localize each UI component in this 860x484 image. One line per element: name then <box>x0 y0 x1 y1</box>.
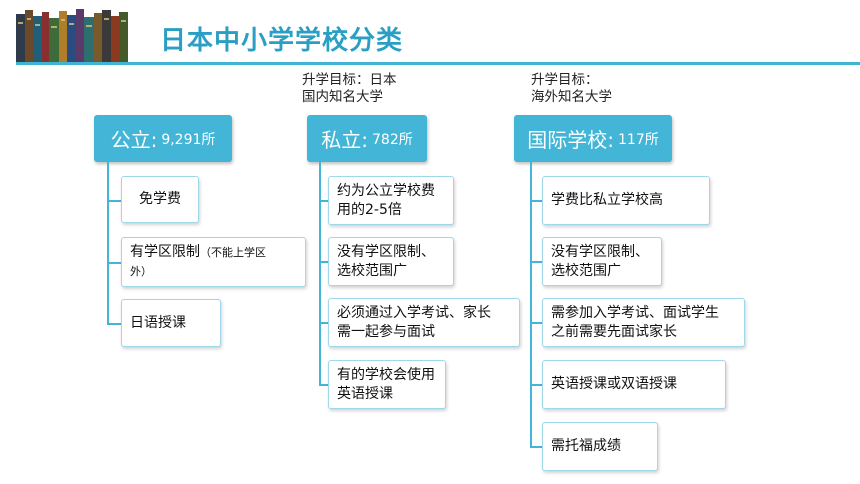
connector-line <box>107 200 121 202</box>
intl-item: 需参加入学考试、面试学生之前需要先面试家长 <box>542 298 745 347</box>
item-line: 英语授课或双语授课 <box>551 376 677 392</box>
item-line: 学费比私立学校高 <box>551 192 663 208</box>
header-count: 782所 <box>372 131 413 148</box>
item-line: 英语授课 <box>337 385 393 402</box>
item-line: 必须通过入学考试、家长 <box>337 304 491 321</box>
item-text-main: 有学区限制 <box>130 244 200 260</box>
item-text: 有的学校会使用英语授课 <box>337 366 435 404</box>
connector-line <box>530 446 542 448</box>
item-text: 约为公立学校费用的2-5倍 <box>337 182 435 220</box>
connector-line <box>319 162 321 385</box>
item-line: 需参加入学考试、面试学生 <box>551 304 719 321</box>
connector-line <box>319 322 328 324</box>
item-text: 必须通过入学考试、家长需一起参与面试 <box>337 304 491 342</box>
connector-line <box>107 162 109 324</box>
private-item: 有的学校会使用英语授课 <box>328 360 446 409</box>
connector-line <box>530 261 542 263</box>
connector-line <box>319 384 328 386</box>
private-school-header: 私立: 782所 <box>307 115 427 162</box>
books-icon <box>16 9 128 62</box>
intl-item: 没有学区限制、选校范围广 <box>542 237 662 286</box>
title-underline <box>16 62 860 65</box>
connector-line <box>530 384 542 386</box>
item-text: 免学费 <box>139 191 181 207</box>
private-item: 必须通过入学考试、家长需一起参与面试 <box>328 298 520 347</box>
goal-line: 升学目标： <box>531 72 599 88</box>
connector-line <box>530 200 542 202</box>
item-text: 没有学区限制、选校范围广 <box>337 243 435 281</box>
item-text: 有学区限制（不能上学区外） <box>130 243 266 281</box>
item-line: 选校范围广 <box>337 262 407 279</box>
intl-goal-label: 升学目标： 海外知名大学 <box>531 72 612 106</box>
item-line: 需托福成绩 <box>551 438 621 454</box>
public-school-header: 公立: 9,291所 <box>94 115 232 162</box>
connector-line <box>107 262 121 264</box>
header-label: 私立: <box>321 128 368 152</box>
intl-item: 需托福成绩 <box>542 422 658 471</box>
header-label: 公立: <box>110 128 158 152</box>
connector-line <box>107 323 121 325</box>
public-item: 日语授课 <box>121 299 221 347</box>
header-count: 117所 <box>618 131 659 148</box>
item-line: 约为公立学校费 <box>337 182 435 199</box>
goal-line: 国内知名大学 <box>302 89 383 105</box>
private-item: 约为公立学校费用的2-5倍 <box>328 176 454 225</box>
item-line: 没有学区限制、 <box>551 243 649 260</box>
item-text: 需参加入学考试、面试学生之前需要先面试家长 <box>551 304 719 342</box>
connector-line <box>319 200 328 202</box>
private-item: 没有学区限制、选校范围广 <box>328 237 454 286</box>
item-line: 没有学区限制、 <box>337 243 435 260</box>
item-line: 选校范围广 <box>551 262 621 279</box>
header-label: 国际学校: <box>527 128 614 152</box>
public-item: 免学费 <box>121 176 199 223</box>
item-line: 有的学校会使用 <box>337 366 435 383</box>
item-text: 日语授课 <box>130 314 186 331</box>
item-line: 用的2-5倍 <box>337 201 402 218</box>
connector-line <box>530 162 532 447</box>
intl-item: 英语授课或双语授课 <box>542 360 726 409</box>
goal-line: 海外知名大学 <box>531 89 612 105</box>
connector-line <box>319 261 328 263</box>
public-item: 有学区限制（不能上学区外） <box>121 237 306 287</box>
intl-item: 学费比私立学校高 <box>542 176 710 225</box>
item-text-small: 外） <box>130 265 152 278</box>
connector-line <box>530 322 542 324</box>
header-count: 9,291所 <box>161 131 216 148</box>
item-text: 没有学区限制、选校范围广 <box>551 243 649 281</box>
goal-line: 升学目标：日本 <box>302 72 397 88</box>
private-goal-label: 升学目标：日本 国内知名大学 <box>302 72 397 106</box>
title-bar: 日本中小学学校分类 <box>0 0 860 74</box>
item-line: 需一起参与面试 <box>337 323 435 340</box>
item-line: 之前需要先面试家长 <box>551 323 677 340</box>
international-school-header: 国际学校: 117所 <box>514 115 672 162</box>
item-text-small: （不能上学区 <box>200 246 266 259</box>
page-title: 日本中小学学校分类 <box>160 26 404 56</box>
